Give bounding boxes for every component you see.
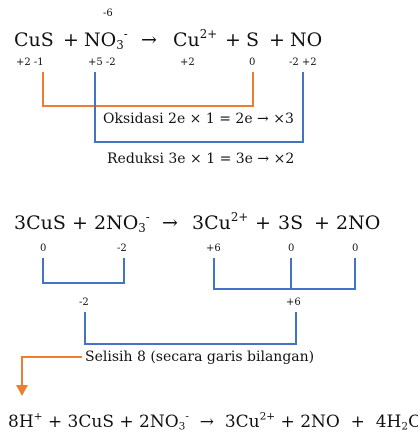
eq2-nitrate: 2NO3- bbox=[94, 209, 150, 235]
ox-number-sulfur: 0 bbox=[249, 57, 256, 68]
eq1-plus: + bbox=[269, 29, 285, 51]
orange-arrow-line bbox=[21, 356, 82, 386]
left-sum-value: -2 bbox=[79, 297, 89, 308]
reduction-label: Reduksi 3e × 1 = 3e → ×2 bbox=[104, 152, 298, 166]
eq2-ox-cus: 0 bbox=[40, 243, 47, 254]
ox-number-no: -2 +2 bbox=[289, 57, 317, 68]
difference-label: Selisih 8 (secara garis bilangan) bbox=[82, 350, 318, 364]
eq2-ox-nitrate: -2 bbox=[117, 243, 127, 254]
top-oxidation-number: -6 bbox=[103, 8, 113, 19]
eq2-arrow: → bbox=[162, 212, 178, 234]
eq1-plus: + bbox=[63, 29, 79, 51]
eq1-sulfur: S bbox=[246, 29, 260, 51]
oxidation-bracket bbox=[42, 72, 254, 107]
eq2-sulfur: 3S bbox=[278, 212, 304, 234]
oxidation-label: Oksidasi 2e × 1 = 2e → ×3 bbox=[100, 112, 297, 126]
eq2-ox-sulfur: 0 bbox=[288, 243, 295, 254]
difference-bracket bbox=[84, 312, 297, 345]
left-sum-bracket bbox=[42, 258, 125, 284]
eq1-nitrate: NO3- bbox=[84, 26, 128, 52]
reduction-bracket bbox=[94, 72, 304, 143]
eq2-no: 2NO bbox=[336, 212, 381, 234]
ox-number-cus: +2 -1 bbox=[16, 57, 44, 68]
eq1-copper-ion: Cu2+ bbox=[173, 26, 218, 51]
eq2-plus: + bbox=[72, 212, 88, 234]
right-sum-value: +6 bbox=[286, 297, 301, 308]
eq1-cus: CuS bbox=[14, 29, 54, 51]
eq2-ox-copper: +6 bbox=[206, 243, 221, 254]
eq2-plus: + bbox=[255, 212, 271, 234]
eq1-arrow: → bbox=[141, 29, 157, 51]
balanced-equation: 8H+ + 3CuS + 2NO3- → 3Cu2+ + 2NO + 4H2O bbox=[8, 410, 418, 433]
eq2-cus: 3CuS bbox=[14, 212, 66, 234]
eq1-plus: + bbox=[225, 29, 241, 51]
eq2-copper-ion: 3Cu2+ bbox=[192, 209, 249, 234]
ox-number-copper: +2 bbox=[180, 57, 195, 68]
right-sum-bracket bbox=[213, 258, 356, 290]
ox-number-nitrate: +5 -2 bbox=[88, 57, 116, 68]
eq2-plus: + bbox=[314, 212, 330, 234]
arrow-down-icon bbox=[16, 385, 28, 396]
eq1-no: NO bbox=[290, 29, 323, 51]
eq2-ox-no: 0 bbox=[352, 243, 359, 254]
